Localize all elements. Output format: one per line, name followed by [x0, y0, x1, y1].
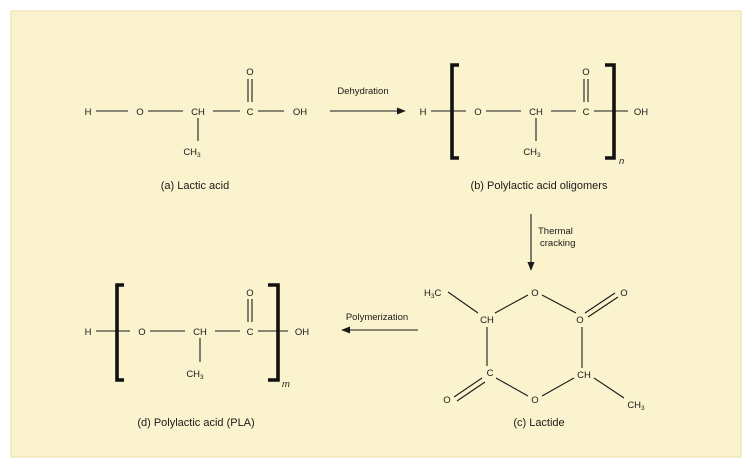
- label-polymerization: Polymerization: [346, 312, 408, 323]
- thermal-cracking-arrow: Thermal cracking: [527, 214, 575, 271]
- atom-o: O: [474, 107, 481, 118]
- atom-oh: OH: [293, 107, 307, 118]
- pla-structure: H O CH C OH O CH3 m (d) Polylactic acid …: [85, 283, 309, 429]
- atom-oh: OH: [634, 107, 648, 118]
- polymerization-arrow: Polymerization: [341, 312, 418, 334]
- atom-ch-bottom: CH: [577, 370, 591, 381]
- diagram-background: [10, 10, 742, 458]
- methyl-group: CH3: [186, 369, 204, 381]
- left-bracket: [115, 283, 124, 382]
- atom-h: H: [85, 327, 92, 338]
- caption-oligomers: (b) Polylactic acid oligomers: [471, 180, 608, 192]
- right-bracket: [605, 63, 616, 160]
- atom-c-bottom: C: [487, 368, 494, 379]
- atom-o: O: [136, 107, 143, 118]
- atom-ch: CH: [529, 107, 543, 118]
- left-bracket: [450, 63, 459, 160]
- atom-o-bottom: O: [531, 395, 538, 406]
- caption-pla: (d) Polylactic acid (PLA): [137, 417, 254, 429]
- atom-c: C: [583, 107, 590, 118]
- atom-c: C: [247, 327, 254, 338]
- carbonyl-o: O: [246, 67, 253, 78]
- atom-ch-top: CH: [480, 315, 494, 326]
- atom-h: H: [85, 107, 92, 118]
- dehydration-arrow: Dehydration: [330, 86, 406, 115]
- label-thermal: Thermal: [538, 226, 573, 237]
- methyl-group: CH3: [183, 147, 201, 159]
- exocyclic-o-top: O: [620, 288, 627, 299]
- caption-lactic-acid: (a) Lactic acid: [161, 180, 229, 192]
- exocyclic-o-bottom: O: [443, 395, 450, 406]
- atom-o: O: [138, 327, 145, 338]
- atom-h: H: [420, 107, 427, 118]
- atom-ch: CH: [193, 327, 207, 338]
- atom-oh: OH: [295, 327, 309, 338]
- carbonyl-o: O: [246, 288, 253, 299]
- repeat-index-n: n: [619, 156, 624, 167]
- atom-ch: CH: [191, 107, 205, 118]
- oligomer-structure: H O CH C OH O CH3 n (b) Polylactic acid …: [420, 63, 648, 192]
- caption-lactide: (c) Lactide: [513, 417, 564, 429]
- atom-o-top: O: [531, 288, 538, 299]
- label-cracking: cracking: [540, 238, 575, 249]
- right-bracket: [268, 283, 280, 382]
- label-dehydration: Dehydration: [337, 86, 388, 97]
- carbonyl-o: O: [582, 67, 589, 78]
- methyl-left: H3C: [424, 288, 442, 300]
- lactic-acid-structure: H O CH C OH O CH3 (a) Lactic acid: [85, 67, 308, 192]
- methyl-right: CH3: [627, 400, 645, 412]
- atom-o-right: O: [576, 315, 583, 326]
- lactide-structure: H3C CH O O O C O O CH CH3 (c) Lactide: [424, 288, 645, 429]
- repeat-index-m: m: [282, 379, 290, 390]
- methyl-group: CH3: [523, 147, 541, 159]
- atom-c: C: [247, 107, 254, 118]
